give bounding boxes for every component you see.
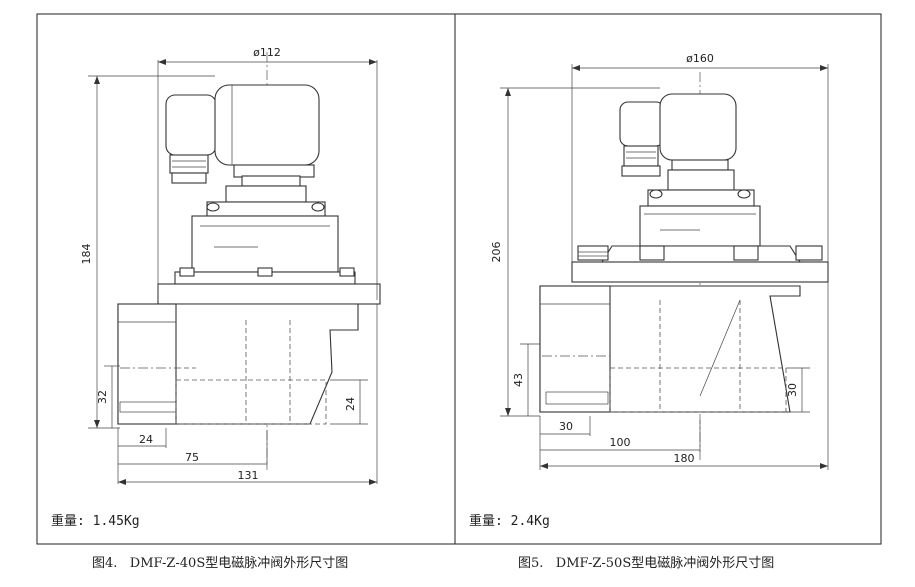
fig4-diameter-label: ø112 [253, 46, 281, 59]
fig5-housing [639, 205, 761, 247]
fig5-weight: 重量: 2.4Kg [469, 513, 550, 529]
figure-4-drawing [88, 52, 381, 485]
fig5-height-label: 206 [490, 242, 503, 263]
fig4-cover-plate [206, 201, 326, 217]
fig4-coil [214, 84, 320, 166]
fig5-outlet [609, 367, 787, 413]
fig4-inlet-port [117, 303, 177, 425]
fig4-diaphragm-housing [191, 215, 339, 273]
fig4-dim-75-label: 75 [185, 451, 199, 464]
fig5-coil [659, 93, 737, 161]
fig5-main-flange [571, 261, 829, 283]
fig4-main-flange [157, 283, 381, 305]
fig5-dim-100-label: 100 [610, 436, 631, 449]
fig4-outlet [175, 379, 327, 425]
fig4-caption: 图4. DMF-Z-40S型电磁脉冲阀外形尺寸图 [92, 556, 348, 571]
fig4-dim-24-bottom-label: 24 [139, 433, 153, 446]
fig4-weight: 重量: 1.45Kg [51, 513, 140, 529]
fig4-dim-24-right-label: 24 [344, 397, 357, 411]
fig5-inlet-port [539, 285, 611, 413]
figure-5-drawing [500, 64, 829, 470]
fig4-connector-box [165, 94, 217, 156]
fig5-dim-30-right-label: 30 [786, 383, 799, 397]
fig5-connector-box [619, 101, 665, 147]
fig5-dim-30-bottom-label: 30 [559, 420, 573, 433]
fig5-diameter-label: ø160 [686, 52, 714, 65]
fig4-upper-body [225, 185, 307, 203]
fig4-connector-neck [169, 154, 209, 174]
fig4-dim-32-label: 32 [96, 390, 109, 404]
fig5-upper-body [667, 169, 735, 191]
fig5-dim-180-label: 180 [674, 452, 695, 465]
sheet-frame [36, 13, 882, 545]
fig4-height-label: 184 [80, 244, 93, 265]
fig4-connector-plug [171, 172, 207, 184]
fig5-dim-43-label: 43 [512, 373, 525, 387]
fig4-coil-base [233, 164, 315, 178]
fig5-caption: 图5. DMF-Z-50S型电磁脉冲阀外形尺寸图 [518, 556, 774, 571]
fig4-dim-131-label: 131 [238, 469, 259, 482]
